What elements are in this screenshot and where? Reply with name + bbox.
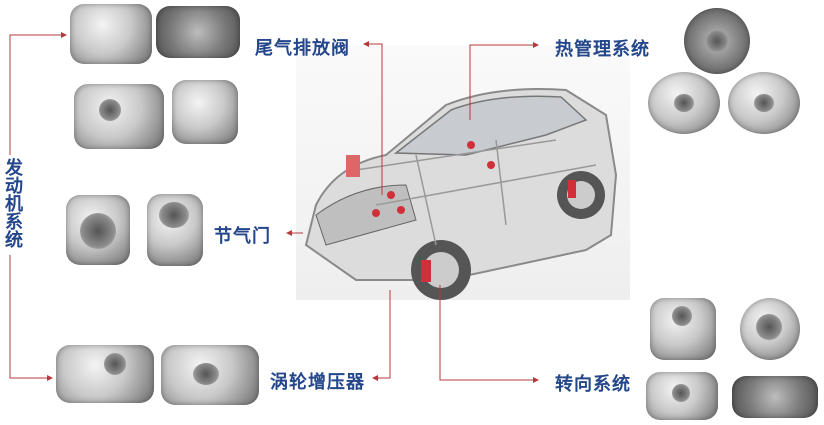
steering-cover-part <box>732 376 818 418</box>
turbo-cover-part <box>161 345 259 405</box>
exhaust-valve-label: 尾气排放阀 <box>255 38 350 59</box>
throttle-label: 节气门 <box>214 226 271 247</box>
steering-housing-part <box>650 298 716 360</box>
turbo-housing-part <box>56 345 154 403</box>
engine-housing-part <box>74 84 164 149</box>
car-illustration <box>304 88 618 300</box>
exhaust-valve-housing-part <box>70 4 152 64</box>
exhaust-valve-cover-part <box>156 6 240 58</box>
engine-system-label: 发动机系统 <box>2 158 23 248</box>
pulley-part-right <box>728 72 800 134</box>
car-cutaway-image <box>296 45 630 300</box>
throttle-housing-part <box>147 194 203 266</box>
pulley-part-left <box>648 72 720 134</box>
engine-bracket-part <box>172 80 238 144</box>
throttle-body-part <box>66 195 130 265</box>
steering-system-label: 转向系统 <box>555 374 631 395</box>
turbocharger-label: 涡轮增压器 <box>270 372 365 393</box>
thermal-management-label: 热管理系统 <box>555 39 650 60</box>
steering-cup-part <box>740 298 800 360</box>
steering-plate-part <box>646 372 718 420</box>
fan-clutch-part <box>684 8 750 74</box>
